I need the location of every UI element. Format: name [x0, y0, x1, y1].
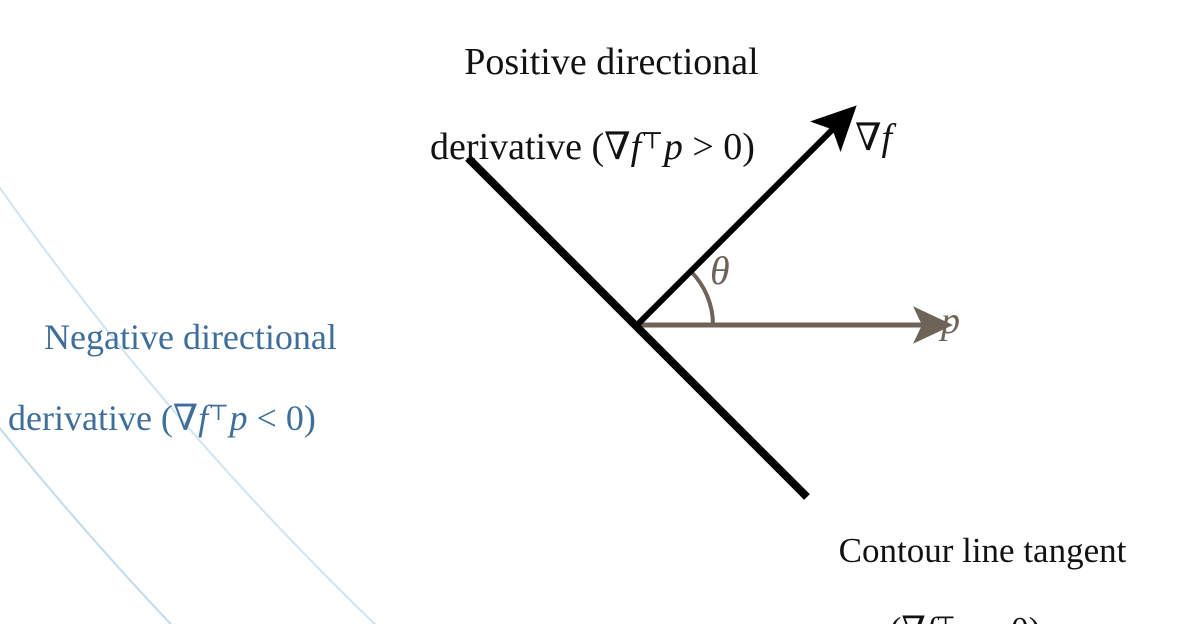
negative-label-transpose: ⊤: [208, 399, 230, 425]
positive-label-suffix: > 0): [682, 125, 755, 168]
positive-label-transpose: ⊤: [641, 128, 664, 155]
gradient-vector-arrow: [634, 105, 857, 328]
negative-region-label: Negative directional derivative (∇f⊤p < …: [8, 277, 408, 519]
nabla-icon: ∇: [855, 117, 882, 159]
tangent-label-f: f: [926, 610, 936, 624]
tangent-label-transpose: ⊤: [935, 611, 957, 624]
negative-label-prefix: derivative (∇: [8, 397, 199, 438]
tangent-label-line1: Contour line tangent: [838, 531, 1127, 571]
positive-label-p: p: [663, 125, 683, 168]
tangent-label-p: p: [956, 610, 974, 624]
gradient-vector-label: ∇f: [855, 117, 892, 160]
theta-arc: [689, 269, 715, 326]
tangent-label-suffix: = 0): [974, 610, 1041, 624]
negative-label-line1: Negative directional: [44, 317, 337, 358]
positive-label-line1: Positive directional: [464, 40, 759, 83]
theta-angle-label: θ: [710, 248, 730, 293]
negative-label-p: p: [229, 397, 248, 438]
gradient-label-f: f: [881, 117, 893, 159]
direction-vector-label: p: [941, 300, 960, 342]
positive-label-line2: derivative (∇f⊤p > 0): [0, 126, 1185, 169]
negative-label-suffix: < 0): [247, 397, 316, 438]
tangent-line-label: Contour line tangent (∇f⊤p = 0): [745, 492, 1185, 624]
positive-label-prefix: derivative (∇: [430, 125, 631, 168]
contour-tangent-line: [465, 155, 810, 500]
positive-label-f: f: [630, 125, 642, 168]
negative-label-f: f: [198, 397, 209, 438]
tangent-label-prefix: (∇: [890, 610, 926, 624]
positive-region-label: Positive directional derivative (∇f⊤p > …: [0, 0, 1185, 253]
negative-label-line2: derivative (∇f⊤p < 0): [8, 398, 408, 438]
tangent-label-line2: (∇f⊤p = 0): [745, 610, 1185, 624]
